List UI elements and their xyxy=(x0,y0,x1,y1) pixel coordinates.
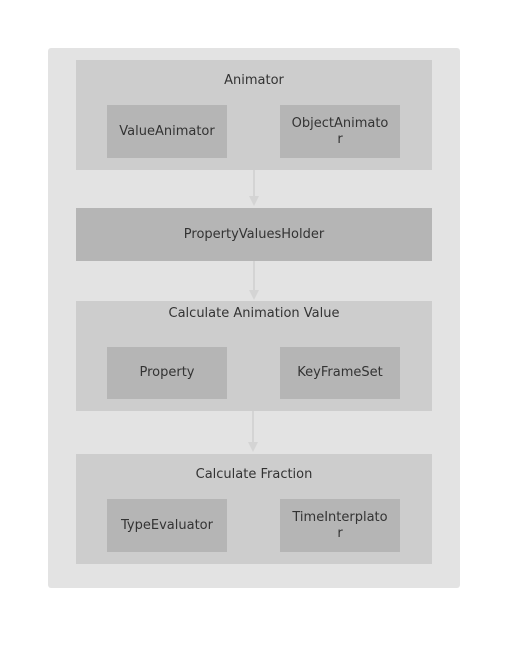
time-interplator-label: TimeInterplator xyxy=(292,509,388,541)
property-box: Property xyxy=(107,347,227,399)
time-interplator-box: TimeInterplator xyxy=(280,499,400,552)
property-label: Property xyxy=(139,365,195,380)
property-values-holder-box: PropertyValuesHolder xyxy=(76,208,432,261)
type-evaluator-label: TypeEvaluator xyxy=(121,517,213,533)
value-animator-box: ValueAnimator xyxy=(107,105,227,158)
keyframeset-label: KeyFrameSet xyxy=(297,365,383,380)
calculate-fraction-title: Calculate Fraction xyxy=(195,467,313,482)
animator-group-title: Animator xyxy=(224,73,284,88)
value-animator-label: ValueAnimator xyxy=(119,123,215,139)
object-animator-box: ObjectAnimator xyxy=(280,105,400,158)
arrowhead-3 xyxy=(248,442,258,452)
calculate-animation-value-title: Calculate Animation Value xyxy=(168,306,340,321)
property-values-holder-label: PropertyValuesHolder xyxy=(183,227,325,242)
object-animator-label: ObjectAnimator xyxy=(291,115,389,147)
arrowhead-2 xyxy=(249,290,259,300)
keyframeset-box: KeyFrameSet xyxy=(280,347,400,399)
arrowhead-1 xyxy=(249,196,259,206)
type-evaluator-box: TypeEvaluator xyxy=(107,499,227,552)
